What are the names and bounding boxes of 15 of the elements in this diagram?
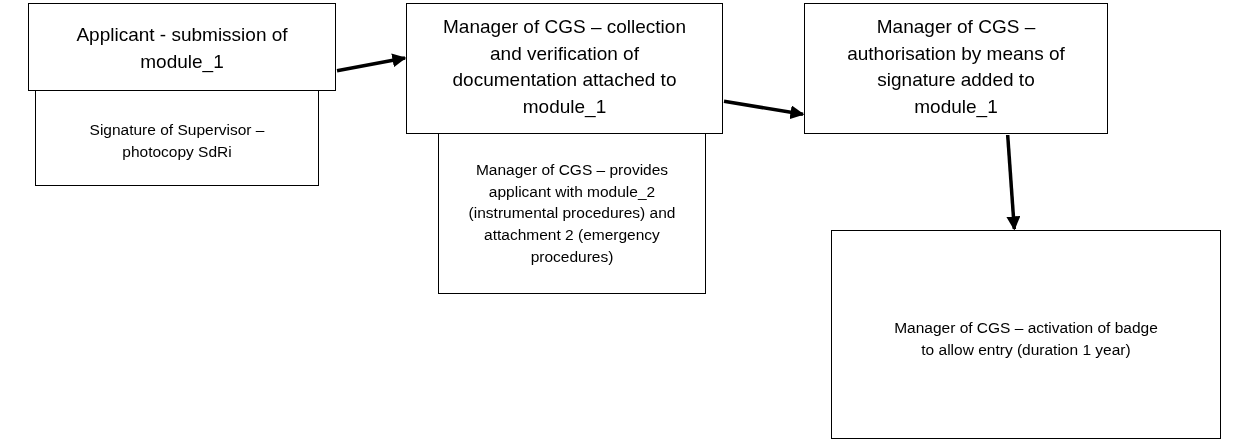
box-text: Signature of Supervisor – photocopy SdRi [88,120,266,162]
box-text: Manager of CGS – activation of badge to allow entry (duration 1 year) [893,318,1159,360]
process-box [28,3,336,91]
arrow [723,99,805,120]
box-text: Applicant - submission of module_1 [75,23,289,75]
process-box [406,3,723,134]
box-text: Manager of CGS – provides applicant with module_2 (instrumental procedures) and attachment 2 (emergency procedures) [467,160,677,267]
process-box [438,133,706,294]
arrow [336,53,407,73]
process-box [804,3,1108,134]
box-text: Manager of CGS – collection and verification of documentation attached to module_1 [442,15,687,120]
arrow [1005,134,1021,231]
box-text: Manager of CGS – authorisation by means of signature added to module_1 [846,15,1066,120]
process-box [831,230,1221,439]
process-box [35,90,319,186]
